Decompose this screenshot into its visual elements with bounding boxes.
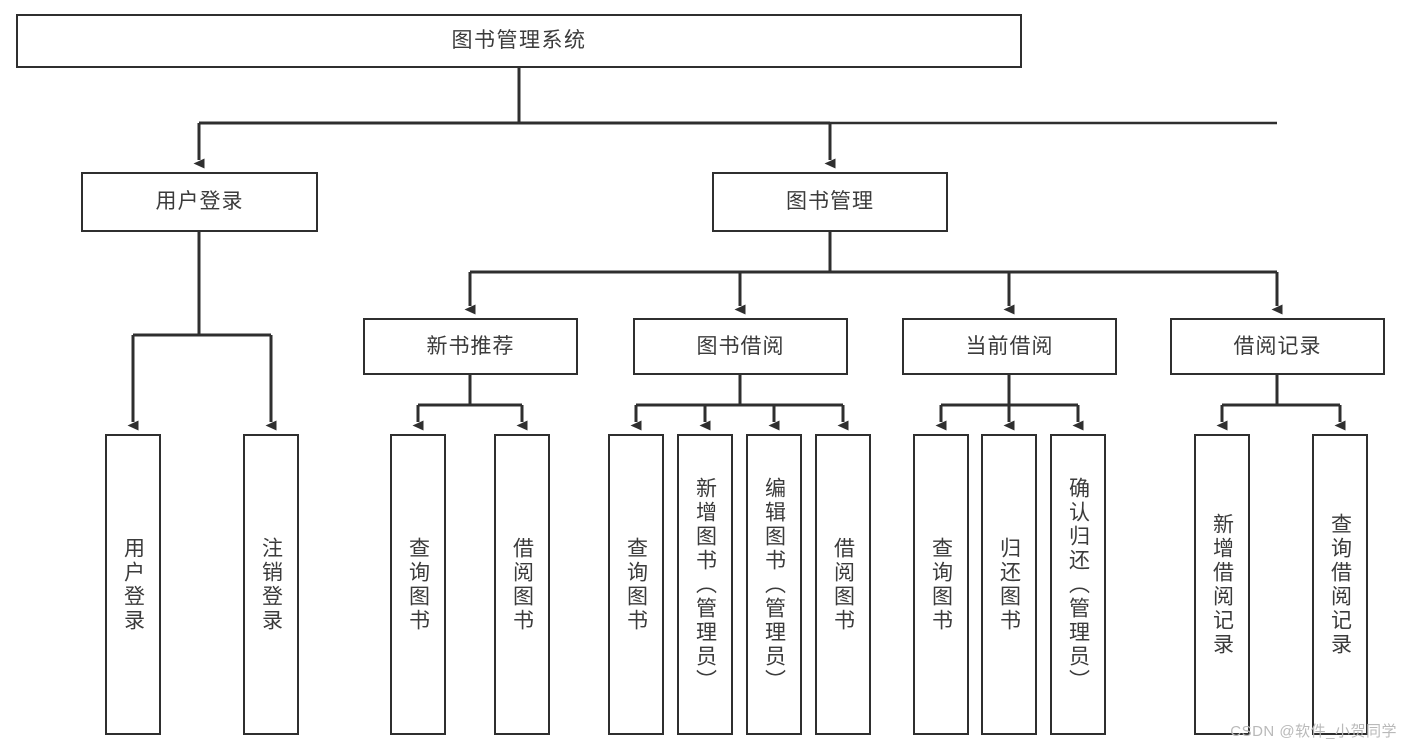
node-borrow-record[interactable]: 借阅记录 [1170,318,1385,375]
node-label: 查询图书 [624,536,648,633]
leaf-borrow-query-book[interactable]: 查询图书 [608,434,664,735]
node-label: 查询借阅记录 [1328,512,1352,657]
node-label: 用户登录 [155,190,244,214]
node-user-login[interactable]: 用户登录 [81,172,318,232]
node-root-system[interactable]: 图书管理系统 [16,14,1022,68]
leaf-borrow-borrow-book[interactable]: 借阅图书 [815,434,871,735]
node-label: 查询图书 [406,536,430,633]
node-label: 借阅图书 [510,536,534,633]
leaf-borrow-edit-book-admin[interactable]: 编辑图书（管理员） [746,434,802,735]
node-book-management[interactable]: 图书管理 [712,172,948,232]
leaf-borrow-add-book-admin[interactable]: 新增图书（管理员） [677,434,733,735]
node-label: 查询图书 [929,536,953,633]
watermark-text: CSDN @软件_小贺同学 [1230,723,1397,740]
leaf-recommend-borrow-book[interactable]: 借阅图书 [494,434,550,735]
leaf-user-login-logout[interactable]: 注销登录 [243,434,299,735]
node-label: 图书管理 [786,190,874,214]
leaf-current-confirm-return-admin[interactable]: 确认归还（管理员） [1050,434,1106,735]
node-current-borrow[interactable]: 当前借阅 [902,318,1117,375]
node-label: 借阅记录 [1233,334,1322,358]
node-label: 归还图书 [997,536,1021,633]
node-label: 确认归还（管理员） [1066,476,1090,693]
node-label: 新增图书（管理员） [693,476,717,693]
node-label: 当前借阅 [965,334,1054,358]
node-label: 编辑图书（管理员） [762,476,786,693]
leaf-current-return-book[interactable]: 归还图书 [981,434,1037,735]
node-book-borrow[interactable]: 图书借阅 [633,318,848,375]
leaf-user-login-login[interactable]: 用户登录 [105,434,161,735]
leaf-record-add-record[interactable]: 新增借阅记录 [1194,434,1250,735]
leaf-recommend-query-book[interactable]: 查询图书 [390,434,446,735]
node-label: 注销登录 [259,536,283,633]
node-label: 借阅图书 [831,536,855,633]
node-label: 图书管理系统 [451,29,587,53]
node-label: 新书推荐 [426,334,515,358]
leaf-current-query-book[interactable]: 查询图书 [913,434,969,735]
node-new-book-recommend[interactable]: 新书推荐 [363,318,578,375]
node-label: 用户登录 [121,536,145,633]
node-label: 新增借阅记录 [1210,512,1234,657]
leaf-record-query-record[interactable]: 查询借阅记录 [1312,434,1368,735]
node-label: 图书借阅 [696,334,785,358]
